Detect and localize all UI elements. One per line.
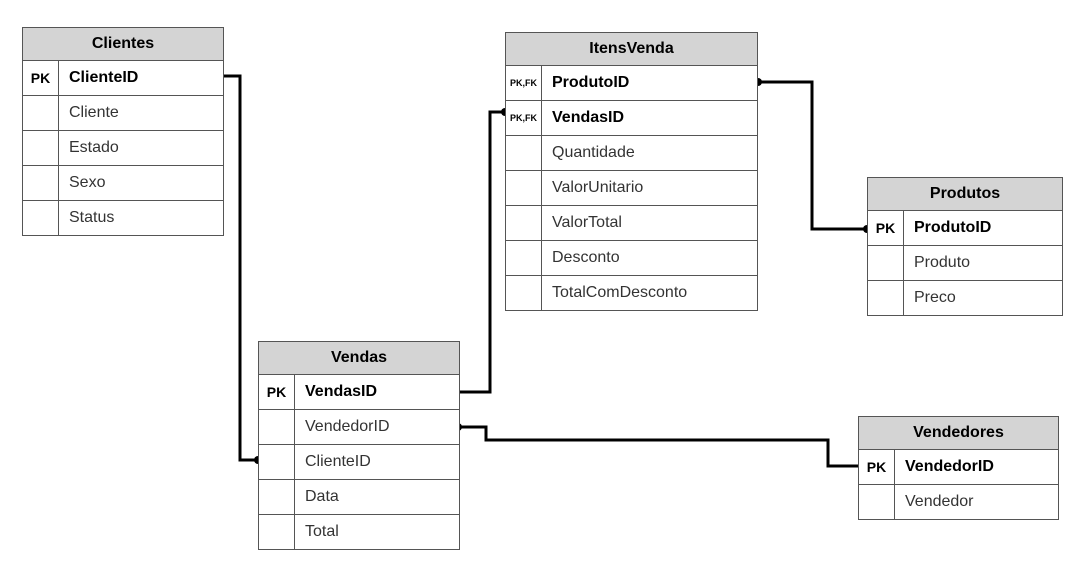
key-cell	[506, 241, 542, 275]
key-cell	[259, 480, 295, 514]
field-cell: ProdutoID	[914, 219, 992, 236]
key-cell	[506, 206, 542, 240]
field-cell: TotalComDesconto	[552, 284, 688, 301]
key-cell	[259, 410, 295, 444]
key-cell	[506, 136, 542, 170]
key-cell	[868, 281, 904, 315]
field-cell: Data	[305, 488, 339, 505]
table-title: Vendedores	[859, 417, 1058, 450]
table-row: Produto	[868, 246, 1062, 281]
connector-vendas-itensvenda	[460, 110, 505, 394]
table-produtos: Produtos PK ProdutoID Produto Preco	[867, 177, 1063, 316]
table-row: PK VendedorID	[859, 450, 1058, 485]
field-cell: ProdutoID	[552, 74, 630, 91]
table-row: PK ClienteID	[23, 61, 223, 96]
connector-clientes-vendas	[224, 74, 258, 462]
table-row: PK,FK ProdutoID	[506, 66, 757, 101]
field-cell: ValorTotal	[552, 214, 622, 231]
field-cell: Quantidade	[552, 144, 635, 161]
key-cell	[259, 515, 295, 549]
key-cell	[23, 131, 59, 165]
key-cell	[23, 96, 59, 130]
field-cell: Status	[69, 209, 115, 226]
field-cell: Total	[305, 523, 339, 540]
table-vendedores: Vendedores PK VendedorID Vendedor	[858, 416, 1059, 520]
table-clientes: Clientes PK ClienteID Cliente Estado Sex…	[22, 27, 224, 236]
key-cell: PK,FK	[506, 101, 542, 135]
key-cell: PK	[868, 211, 904, 245]
table-title: ItensVenda	[506, 33, 757, 66]
table-row: PK ProdutoID	[868, 211, 1062, 246]
table-row: Desconto	[506, 241, 757, 276]
key-cell: PK	[23, 61, 59, 95]
table-row: Preco	[868, 281, 1062, 315]
connector-vendas-vendedores	[460, 425, 858, 468]
field-cell: Desconto	[552, 249, 620, 266]
field-cell: VendedorID	[305, 418, 390, 435]
field-cell: VendasID	[305, 383, 378, 400]
key-cell	[859, 485, 895, 519]
key-cell: PK,FK	[506, 66, 542, 100]
key-cell: PK	[259, 375, 295, 409]
field-cell: Vendedor	[905, 493, 974, 510]
field-cell: Cliente	[69, 104, 119, 121]
table-row: PK VendasID	[259, 375, 459, 410]
key-cell	[506, 171, 542, 205]
field-cell: ClienteID	[305, 453, 371, 470]
table-row: Data	[259, 480, 459, 515]
table-row: Sexo	[23, 166, 223, 201]
key-cell	[259, 445, 295, 479]
table-row: VendedorID	[259, 410, 459, 445]
table-row: Status	[23, 201, 223, 235]
table-row: Cliente	[23, 96, 223, 131]
table-row: Estado	[23, 131, 223, 166]
table-row: ClienteID	[259, 445, 459, 480]
table-title: Clientes	[23, 28, 223, 61]
key-cell	[23, 166, 59, 200]
table-row: ValorTotal	[506, 206, 757, 241]
table-vendas: Vendas PK VendasID VendedorID ClienteID …	[258, 341, 460, 550]
key-cell: PK	[859, 450, 895, 484]
connector-itensvenda-produtos	[758, 80, 867, 231]
field-cell: ValorUnitario	[552, 179, 644, 196]
table-row: PK,FK VendasID	[506, 101, 757, 136]
field-cell: Preco	[914, 289, 956, 306]
table-row: Total	[259, 515, 459, 549]
key-cell	[506, 276, 542, 310]
key-cell	[868, 246, 904, 280]
table-row: TotalComDesconto	[506, 276, 757, 310]
table-row: Vendedor	[859, 485, 1058, 519]
table-row: Quantidade	[506, 136, 757, 171]
field-cell: VendasID	[552, 109, 625, 126]
table-title: Produtos	[868, 178, 1062, 211]
field-cell: ClienteID	[69, 69, 139, 86]
key-cell	[23, 201, 59, 235]
table-row: ValorUnitario	[506, 171, 757, 206]
field-cell: Produto	[914, 254, 971, 271]
field-cell: Estado	[69, 139, 119, 156]
table-title: Vendas	[259, 342, 459, 375]
field-cell: VendedorID	[905, 458, 994, 475]
table-itensvenda: ItensVenda PK,FK ProdutoID PK,FK VendasI…	[505, 32, 758, 311]
field-cell: Sexo	[69, 174, 106, 191]
